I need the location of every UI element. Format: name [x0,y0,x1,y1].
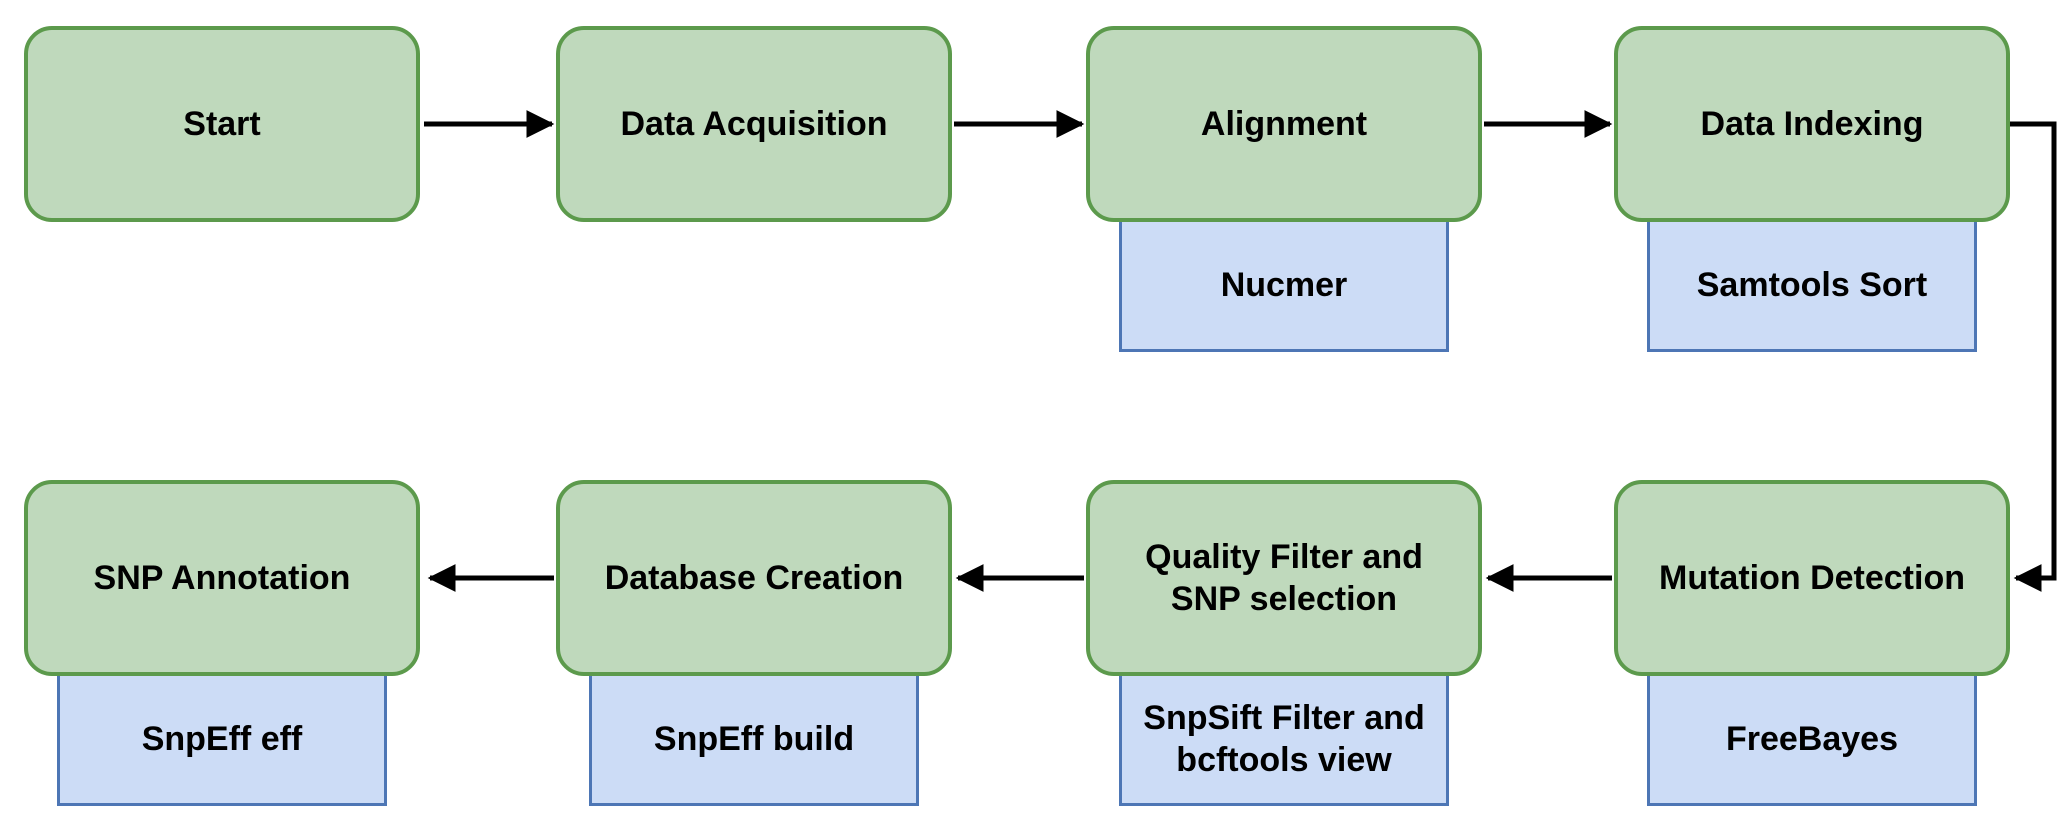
step-label: Start [183,104,261,143]
tool-label: SnpSift Filter and bcftools view [1143,698,1425,780]
tool-samtools-sort: Samtools Sort [1647,218,1977,352]
tool-snpeff-build: SnpEff build [589,672,919,806]
step-label: Data Indexing [1700,104,1924,143]
step-snp-annotation: SNP Annotation [24,480,420,676]
tool-label: Nucmer [1220,265,1348,304]
tool-freebayes: FreeBayes [1647,672,1977,806]
tool-label: FreeBayes [1725,719,1898,758]
tool-nucmer: Nucmer [1119,218,1449,352]
step-start: Start [24,26,420,222]
step-label: Database Creation [604,558,904,597]
step-label: SNP Annotation [93,558,351,597]
tool-label: SnpEff eff [141,719,303,758]
step-mutation-detection: Mutation Detection [1614,480,2010,676]
tool-snpsift-bcftools: SnpSift Filter and bcftools view [1119,672,1449,806]
step-label: Mutation Detection [1659,558,1965,597]
step-database-creation: Database Creation [556,480,952,676]
step-data-indexing: Data Indexing [1614,26,2010,222]
step-label: Data Acquisition [620,104,888,143]
step-label: Alignment [1200,104,1368,143]
tool-snpeff-eff: SnpEff eff [57,672,387,806]
step-label: Quality Filter and SNP selection [1145,537,1423,619]
arrow-data-indexing-to-mutation-detection [2010,121,2057,592]
tool-label: SnpEff build [653,719,855,758]
step-quality-filter: Quality Filter and SNP selection [1086,480,1482,676]
tool-label: Samtools Sort [1696,265,1928,304]
step-alignment: Alignment [1086,26,1482,222]
step-data-acquisition: Data Acquisition [556,26,952,222]
